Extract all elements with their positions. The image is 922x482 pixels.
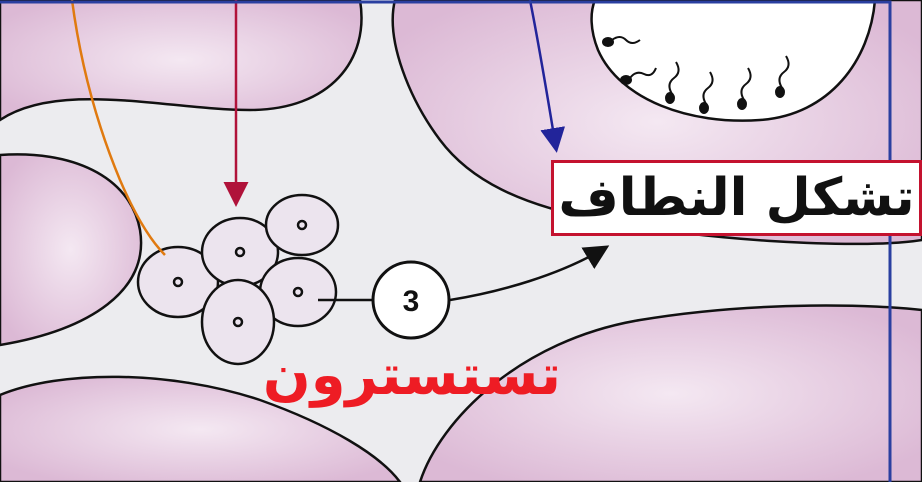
- leydig-cell: [200, 278, 276, 366]
- step-marker: 3: [371, 260, 451, 340]
- hormone-label: تستسترون: [262, 343, 562, 408]
- process-label-box: تشكل النطاف: [551, 160, 922, 236]
- pointer-line-blue: [528, 0, 566, 153]
- sperm-cell: [620, 67, 657, 85]
- step-circle: [371, 260, 451, 340]
- process-label: تشكل النطاف: [558, 168, 915, 228]
- sperm-cell: [602, 36, 641, 47]
- tubule-bottom-right: [418, 304, 922, 482]
- tubule-bottom-left: [0, 375, 402, 482]
- tubule-left: [0, 153, 143, 347]
- tubule-lumen-top-right: [590, 0, 877, 122]
- sperm-cell: [699, 71, 714, 114]
- pointer-line-orange: [70, 0, 166, 256]
- leydig-cell-cluster: [136, 193, 340, 366]
- process-arrow: [449, 245, 610, 302]
- sperm-cell: [737, 67, 752, 110]
- spermatozoa: [602, 36, 790, 114]
- step-number: 3: [403, 285, 420, 318]
- leydig-cell: [264, 193, 340, 257]
- sperm-cell: [665, 61, 680, 104]
- sperm-cell: [775, 55, 790, 98]
- leydig-cell: [136, 245, 220, 319]
- frame-right-border: [0, 0, 892, 482]
